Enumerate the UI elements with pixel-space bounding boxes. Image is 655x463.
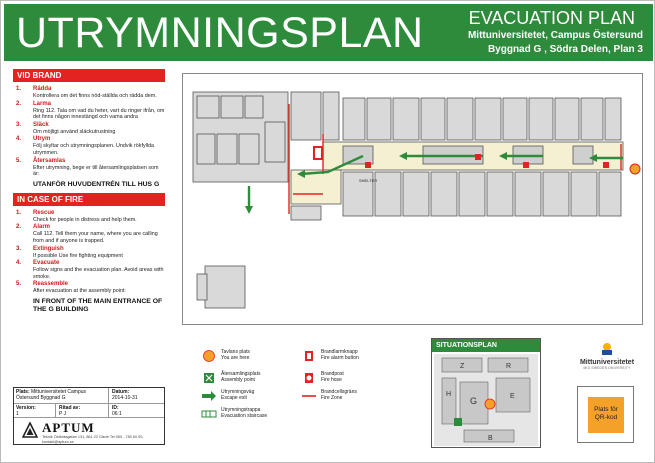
university-emblem-icon <box>602 343 612 355</box>
assembly-point-icon <box>201 371 217 383</box>
floor-plan: SHELTER <box>182 73 643 325</box>
university-subtitle: MID SWEDEN UNIVERSITY <box>583 366 631 370</box>
qr-placeholder-label: Plats för QR-kod <box>588 397 624 433</box>
you-are-here-marker <box>629 163 641 175</box>
left-wing <box>192 91 289 183</box>
id-label: ID: <box>112 405 119 411</box>
datum-value: 2014-10-31 <box>112 395 138 401</box>
you-are-here-icon <box>201 349 217 362</box>
ritad-value: P J <box>59 411 67 417</box>
fire-zone-line-icon <box>301 389 317 401</box>
situation-map: Z R H G E B <box>434 354 538 446</box>
version-label: Version: <box>16 405 36 411</box>
assembly-point-en: IN FRONT OF THE MAIN ENTRANCE OF THE G B… <box>33 297 163 313</box>
university-name: Mittuniversitetet <box>579 359 635 366</box>
situation-label-z: Z <box>460 363 465 370</box>
section-heading-en: IN CASE OF FIRE <box>13 192 165 206</box>
situation-you-are-here-icon <box>484 398 496 410</box>
situation-assembly-icon <box>454 418 462 426</box>
escape-route <box>247 154 623 210</box>
escape-arrow-heads <box>245 152 597 214</box>
company-address: Teknik Östbräagatan 131, 861 22 Gävle Te… <box>42 435 144 444</box>
fire-alarm-icon <box>301 349 317 361</box>
company-name: APTUM <box>42 420 95 435</box>
datum-label: Datum: <box>112 389 130 395</box>
version-value: 1 <box>16 411 19 417</box>
id-value: 06:1 <box>112 411 122 417</box>
subtitle-campus: Mittuniversitetet, Campus Östersund <box>467 30 643 41</box>
header-banner: UTRYMNINGSPLAN EVACUATION PLAN Mittunive… <box>4 4 653 61</box>
qr-code-placeholder: Plats för QR-kod <box>577 386 634 443</box>
escape-arrow-icon <box>201 389 217 401</box>
floor-plan-drawing: SHELTER <box>192 91 641 309</box>
shelter-label: SHELTER <box>359 178 377 183</box>
plats-label: Plats: <box>16 389 30 395</box>
staircase-icon <box>201 407 217 419</box>
assembly-point-sv: UTANFÖR HUVUDENTRÉN TILL HUS G <box>33 180 160 188</box>
subtitle-building: Byggnad G , Södra Delen, Plan 3 <box>487 44 643 55</box>
upper-rooms <box>290 91 622 141</box>
lower-rooms <box>290 171 622 221</box>
title-swedish: UTRYMNINGSPLAN <box>16 9 424 57</box>
fire-hose-icon <box>301 371 317 383</box>
company-logo: APTUM Teknik Östbräagatan 131, 861 22 Gä… <box>14 418 164 446</box>
fire-equipment-markers <box>313 146 609 168</box>
situation-label-r: R <box>506 363 511 370</box>
section-heading-sv: VID BRAND <box>13 69 165 82</box>
situation-label-g: G <box>470 396 477 406</box>
situation-plan-title: SITUATIONSPLAN <box>432 339 540 352</box>
situation-plan: SITUATIONSPLAN Z R H G E B <box>431 338 541 448</box>
lobby <box>290 169 342 205</box>
situation-label-b: B <box>488 435 493 442</box>
situation-label-h: H <box>446 391 451 398</box>
title-english: EVACUATION PLAN <box>468 8 635 28</box>
annex <box>196 265 246 309</box>
plan-info-table: Plats: Mittuniversitetet Campus Östersun… <box>13 387 165 445</box>
plats-value: Mittuniversitetet Campus Östersund Byggn… <box>16 389 87 401</box>
university-logo: Mittuniversitetet MID SWEDEN UNIVERSITY <box>567 339 647 379</box>
ritad-label: Ritad av: <box>59 405 81 411</box>
situation-label-e: E <box>510 393 515 400</box>
aptum-logo-icon <box>22 422 38 438</box>
